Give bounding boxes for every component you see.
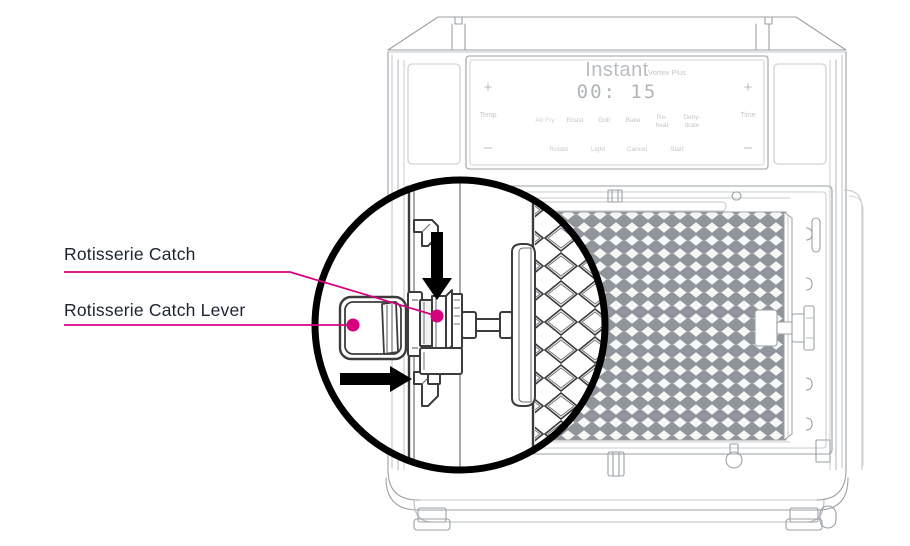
program-button-dehydrate-line1[interactable]: Dehy- xyxy=(683,114,700,121)
time-minus-button[interactable]: – xyxy=(744,139,753,156)
rotisserie-catch-lever[interactable] xyxy=(338,295,408,361)
program-button-reheat-line1[interactable]: Re- xyxy=(657,114,667,121)
arrow-down-icon xyxy=(422,232,452,300)
model-name: Vortex Plus xyxy=(648,68,686,77)
appliance-base xyxy=(385,477,849,531)
program-button-bake[interactable]: Bake xyxy=(626,117,641,124)
program-button-dehydrate-line2[interactable]: drate xyxy=(685,122,700,129)
program-button-grill[interactable]: Grill xyxy=(598,117,610,124)
function-button-light[interactable]: Light xyxy=(591,146,605,153)
detail-magnifier-circle xyxy=(311,176,609,474)
function-button-cancel[interactable]: Cancel xyxy=(627,146,648,153)
temp-plus-button[interactable]: + xyxy=(484,79,493,96)
time-plus-button[interactable]: + xyxy=(744,79,753,96)
rotisserie-catch-assembly xyxy=(407,289,513,385)
function-button-start[interactable]: Start xyxy=(670,146,684,153)
door-hinge-details xyxy=(805,189,864,529)
marker-dot-rotisserie-catch xyxy=(430,309,444,323)
function-button-rotate[interactable]: Rotate xyxy=(549,146,569,153)
appliance-top-panel xyxy=(387,16,847,53)
temp-minus-button[interactable]: – xyxy=(484,139,493,156)
program-button-reheat-line2[interactable]: heat xyxy=(656,122,669,129)
program-button-air-fry[interactable]: Air Fry xyxy=(535,117,555,124)
time-label: Time xyxy=(740,112,755,119)
control-panel-frame xyxy=(465,55,769,170)
callout-leaders xyxy=(64,271,444,332)
marker-dot-rotisserie-catch-lever xyxy=(346,318,360,332)
callout-label-rotisserie-catch: Rotisserie Catch xyxy=(64,244,196,264)
leader-line-rotisserie-catch xyxy=(64,271,438,317)
timer-display: 00: 15 xyxy=(577,81,658,103)
brand-logo: Instant xyxy=(585,59,649,81)
program-button-roast[interactable]: Roast xyxy=(567,117,584,124)
rotisserie-basket-endcap xyxy=(511,243,536,407)
control-panel[interactable]: Instant Vortex Plus 00: 15 + Temp – + Ti… xyxy=(479,59,755,156)
rotisserie-shaft-right xyxy=(754,305,815,351)
temp-label: Temp xyxy=(479,112,496,119)
callout-label-rotisserie-catch-lever: Rotisserie Catch Lever xyxy=(64,300,246,320)
top-rail-details xyxy=(607,189,743,477)
arrow-right-icon xyxy=(340,366,412,392)
